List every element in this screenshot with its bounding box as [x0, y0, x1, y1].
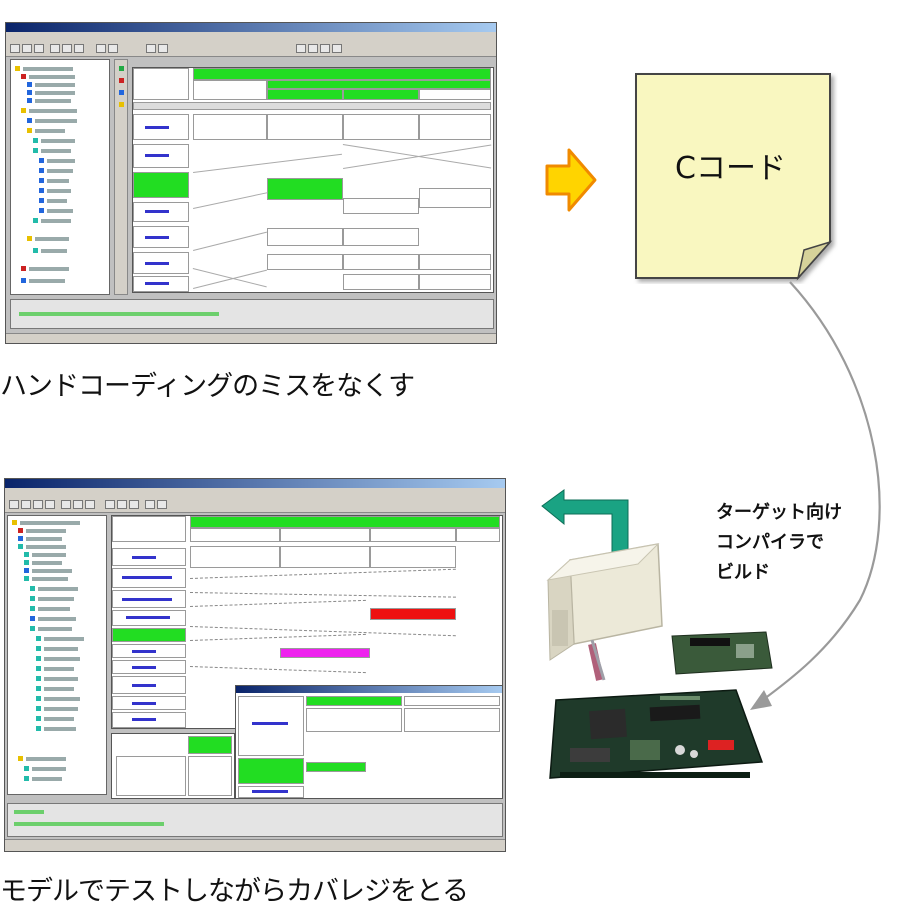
window-titlebar: [5, 479, 505, 488]
window-toolbar: [5, 498, 505, 513]
status-bar: [5, 839, 505, 852]
sub-table-pane: [111, 733, 235, 799]
output-pane: [7, 803, 503, 837]
target-board-photo: [540, 540, 790, 790]
model-tree-pane: [7, 515, 107, 795]
build-note-line-1: ターゲット向け: [716, 498, 842, 528]
child-window: [235, 685, 503, 799]
bottom-caption: モデルでテストしながらカバレジをとる: [0, 869, 468, 908]
model-test-tool-screenshot: [4, 478, 506, 852]
